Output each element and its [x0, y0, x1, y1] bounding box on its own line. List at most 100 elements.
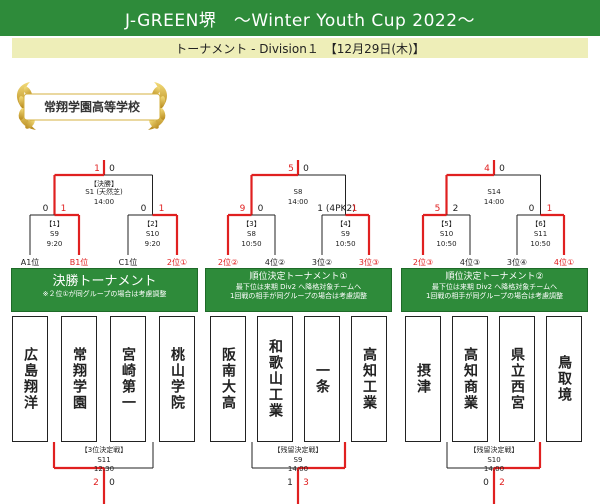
semi-venue: S9: [50, 230, 59, 238]
playoff-label: 【残留決定戦】: [273, 446, 323, 454]
team-name: 一条: [314, 363, 330, 395]
playoff-score-left: 1: [287, 478, 293, 488]
semi-time: 9:20: [46, 240, 63, 248]
final-venue: S8: [293, 188, 303, 196]
seed-label: 4位①: [553, 258, 575, 267]
semi-label: 【1】: [45, 220, 64, 228]
semi-time: 10:50: [436, 240, 457, 248]
semi-score-right: 2: [452, 204, 459, 214]
semi-time: 10:50: [241, 240, 262, 248]
team-name: 宮崎第一: [120, 347, 136, 411]
playoff-label: 【残留決定戦】: [469, 446, 519, 454]
tournament-note: ※２位①が同グループの場合は考慮調整: [42, 290, 167, 298]
semi-label: 【6】: [531, 220, 550, 228]
semi-score-left: 9: [239, 204, 246, 214]
team-name: 和歌山工業: [267, 339, 283, 419]
semi-score-right: 1: [158, 204, 165, 214]
playoff-score-left: 0: [483, 478, 489, 488]
team-box: 桃山学院: [159, 316, 195, 442]
team-box: 県立西宮: [499, 316, 535, 442]
semi-venue: S11: [533, 230, 548, 238]
semi-time: 10:50: [335, 240, 356, 248]
playoff-venue: S11: [97, 456, 111, 464]
playoff-venue: S10: [487, 456, 501, 464]
playoff-time: 14:00: [483, 465, 505, 473]
semi-label: 【4】: [336, 220, 355, 228]
final-score-right: 0: [303, 164, 309, 174]
playoff-score-left: 2: [93, 478, 99, 488]
final-score-right: 0: [109, 164, 115, 174]
semi-label: 【5】: [437, 220, 456, 228]
final-score-left: 4: [484, 164, 490, 174]
semi-score-right: 0: [257, 204, 264, 214]
semi-time: 9:20: [144, 240, 161, 248]
laurel-wreath-icon: [16, 82, 168, 130]
team-name: 阪南大高: [220, 347, 236, 411]
seed-label: 2位③: [412, 258, 434, 267]
team-box: 鳥取境: [546, 316, 582, 442]
semi-venue: S10: [439, 230, 454, 238]
playoff-score-right: 0: [109, 478, 115, 488]
final-time: 14:00: [287, 198, 309, 206]
semi-label: 【2】: [143, 220, 162, 228]
semi-venue: S9: [341, 230, 350, 238]
playoff-time: 12:30: [93, 465, 115, 473]
semi-venue: S10: [145, 230, 160, 238]
semi-score-right: 1: [351, 204, 358, 214]
seed-label: C1位: [118, 258, 138, 267]
final-score-right: 0: [499, 164, 505, 174]
seed-label: B1位: [69, 258, 89, 267]
semi-time: 10:50: [530, 240, 551, 248]
tournament-note: 最下位は来期 Div2 へ降格対象チームへ: [431, 283, 558, 291]
tournament-title: 順位決定トーナメント②: [445, 272, 544, 282]
team-box: 高知工業: [351, 316, 387, 442]
playoff-time: 14:00: [287, 465, 309, 473]
semi-score-right: 1: [60, 204, 67, 214]
final-venue: S1 (天然芝): [85, 188, 123, 196]
seed-label: 4位②: [264, 258, 286, 267]
seed-label: 2位②: [217, 258, 239, 267]
seed-label: 3位③: [358, 258, 380, 267]
final-label: 【決勝】: [90, 180, 118, 188]
playoff-score-right: 3: [303, 478, 309, 488]
tournament-title: 順位決定トーナメント①: [249, 272, 348, 282]
seed-label: 4位③: [459, 258, 481, 267]
team-name: 県立西宮: [509, 347, 525, 411]
playoff-venue: S9: [293, 456, 303, 464]
final-time: 14:00: [483, 198, 505, 206]
tournament-box: 決勝トーナメント※２位①が同グループの場合は考慮調整: [11, 268, 198, 312]
team-name: 常翔学園: [71, 347, 87, 411]
seed-label: A1位: [20, 258, 40, 267]
semi-score-left: 0: [42, 204, 49, 214]
tournament-note: 最下位は来期 Div2 へ降格対象チームへ: [235, 283, 362, 291]
team-box: 摂津: [405, 316, 441, 442]
seed-label: 3位②: [311, 258, 333, 267]
tournament-note: 1回戦の相手が同グループの場合は考慮調整: [425, 292, 564, 300]
team-box: 広島翔洋: [12, 316, 48, 442]
team-name: 桃山学院: [169, 347, 185, 411]
semi-label: 【3】: [242, 220, 261, 228]
final-score-left: 1: [94, 164, 100, 174]
semi-venue: S8: [247, 230, 256, 238]
team-name: 鳥取境: [556, 355, 572, 403]
playoff-label: 【3位決定戦】: [80, 446, 128, 454]
seed-label: 2位①: [166, 258, 188, 267]
champion-name: 常翔学園高等学校: [43, 100, 140, 114]
team-box: 和歌山工業: [257, 316, 293, 442]
seed-label: 3位④: [506, 258, 528, 267]
team-name: 高知工業: [361, 347, 377, 411]
team-name: 高知商業: [462, 347, 478, 411]
final-venue: S14: [487, 188, 501, 196]
semi-score-right: 1: [546, 204, 553, 214]
team-box: 宮崎第一: [110, 316, 146, 442]
team-box: 阪南大高: [210, 316, 246, 442]
team-box: 常翔学園: [61, 316, 97, 442]
semi-score-left: 5: [434, 204, 441, 214]
team-name: 摂津: [415, 363, 431, 395]
team-box: 一条: [304, 316, 340, 442]
team-name: 広島翔洋: [22, 347, 38, 411]
playoff-score-right: 2: [499, 478, 505, 488]
